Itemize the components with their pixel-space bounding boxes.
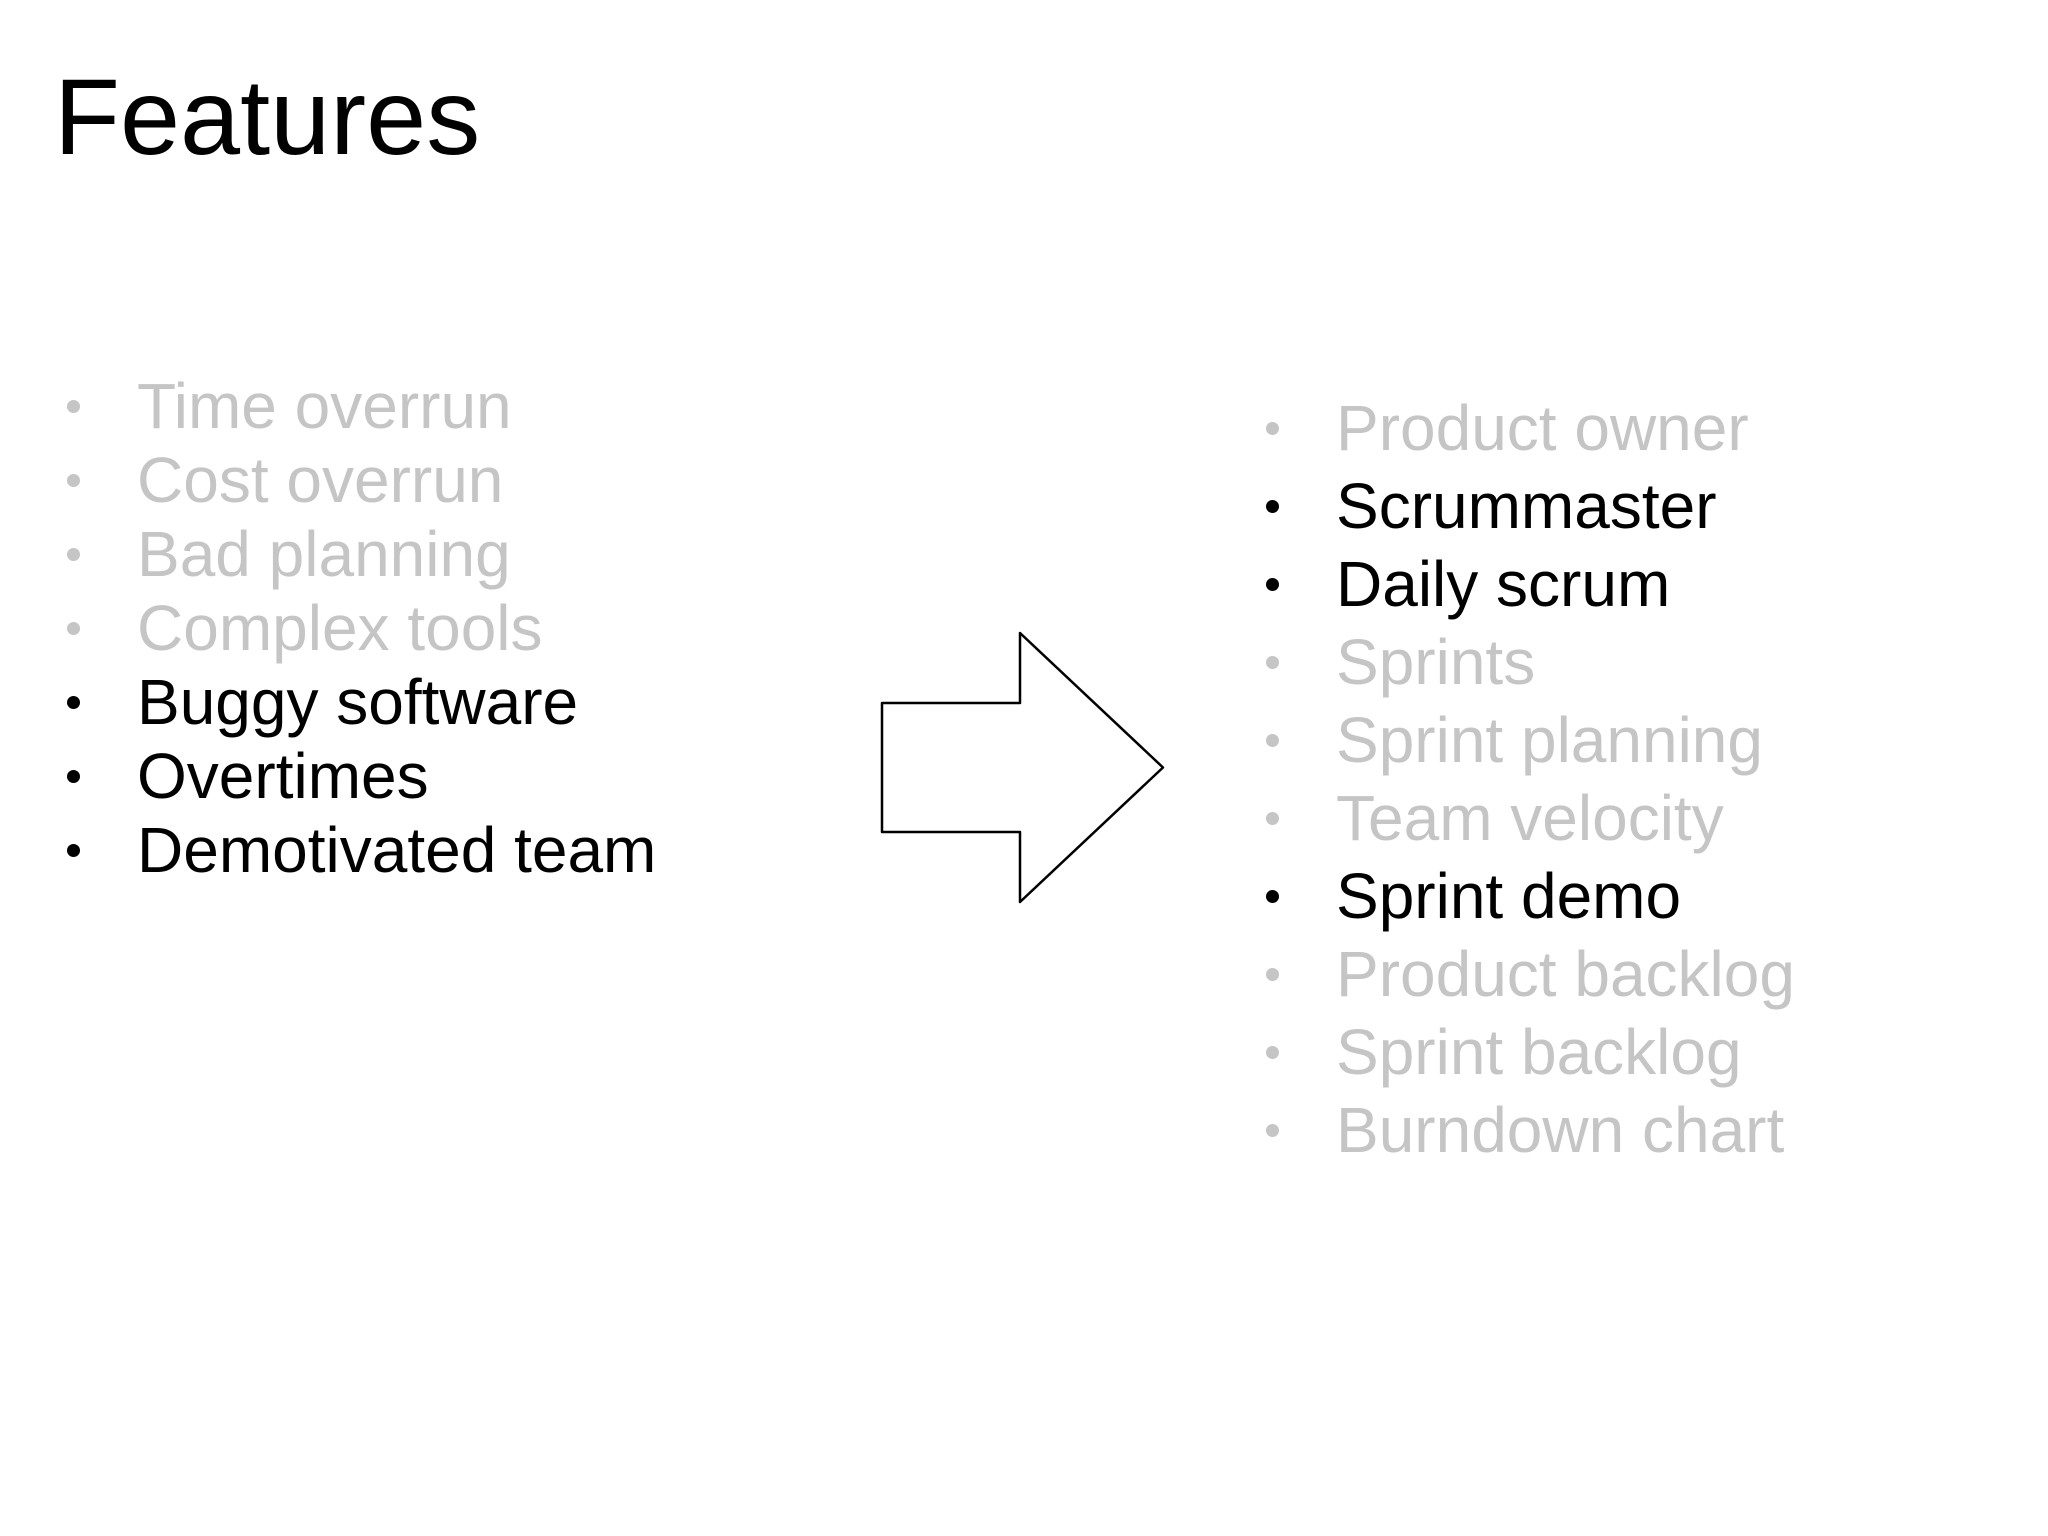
list-item: Buggy software [60, 665, 656, 739]
list-item: Complex tools [60, 591, 656, 665]
list-item: Overtimes [60, 739, 656, 813]
bullet-icon [1266, 499, 1279, 513]
list-item-label: Product backlog [1336, 938, 1795, 1010]
list-item-label: Team velocity [1336, 782, 1724, 854]
bullet-icon [1266, 733, 1279, 747]
list-item: Sprint planning [1259, 701, 1795, 779]
list-item-label: Product owner [1336, 392, 1749, 464]
bullet-icon [1266, 889, 1279, 903]
list-item-label: Cost overrun [137, 444, 504, 516]
bullet-icon [1266, 577, 1279, 591]
bullet-icon [67, 547, 80, 561]
list-item: Daily scrum [1259, 545, 1795, 623]
list-item: Scrummaster [1259, 467, 1795, 545]
list-item: Product backlog [1259, 935, 1795, 1013]
bullet-icon [1266, 811, 1279, 825]
bullet-icon [1266, 967, 1279, 981]
bullet-icon [67, 843, 80, 857]
list-item-label: Sprint planning [1336, 704, 1763, 776]
bullet-icon [1266, 1045, 1279, 1059]
list-item-label: Bad planning [137, 518, 511, 590]
bullet-icon [1266, 655, 1279, 669]
list-item: Bad planning [60, 517, 656, 591]
list-item-label: Time overrun [137, 370, 512, 442]
list-item: Sprint demo [1259, 857, 1795, 935]
list-item-label: Sprint demo [1336, 860, 1682, 932]
list-item-label: Daily scrum [1336, 548, 1671, 620]
list-item: Demotivated team [60, 813, 656, 887]
bullet-icon [67, 695, 80, 709]
list-item: Team velocity [1259, 779, 1795, 857]
bullet-icon [1266, 421, 1279, 435]
list-item: Sprints [1259, 623, 1795, 701]
bullet-icon [1266, 1123, 1279, 1137]
bullet-icon [67, 769, 80, 783]
list-item-label: Sprints [1336, 626, 1536, 698]
list-item: Burndown chart [1259, 1091, 1795, 1169]
list-item: Time overrun [60, 369, 656, 443]
list-item-label: Burndown chart [1336, 1094, 1785, 1166]
page-title: Features [54, 56, 481, 177]
list-item-label: Sprint backlog [1336, 1016, 1742, 1088]
right-arrow [880, 631, 1165, 904]
list-item-label: Buggy software [137, 666, 579, 738]
bullet-icon [67, 399, 80, 413]
list-item: Cost overrun [60, 443, 656, 517]
bullet-icon [67, 621, 80, 635]
right-arrow-shape [880, 631, 1165, 904]
bullet-icon [67, 473, 80, 487]
list-item: Product owner [1259, 389, 1795, 467]
list-item-label: Scrummaster [1336, 470, 1717, 542]
list-item-label: Overtimes [137, 740, 429, 812]
list-item: Sprint backlog [1259, 1013, 1795, 1091]
list-item-label: Demotivated team [137, 814, 657, 886]
list-item-label: Complex tools [137, 592, 543, 664]
